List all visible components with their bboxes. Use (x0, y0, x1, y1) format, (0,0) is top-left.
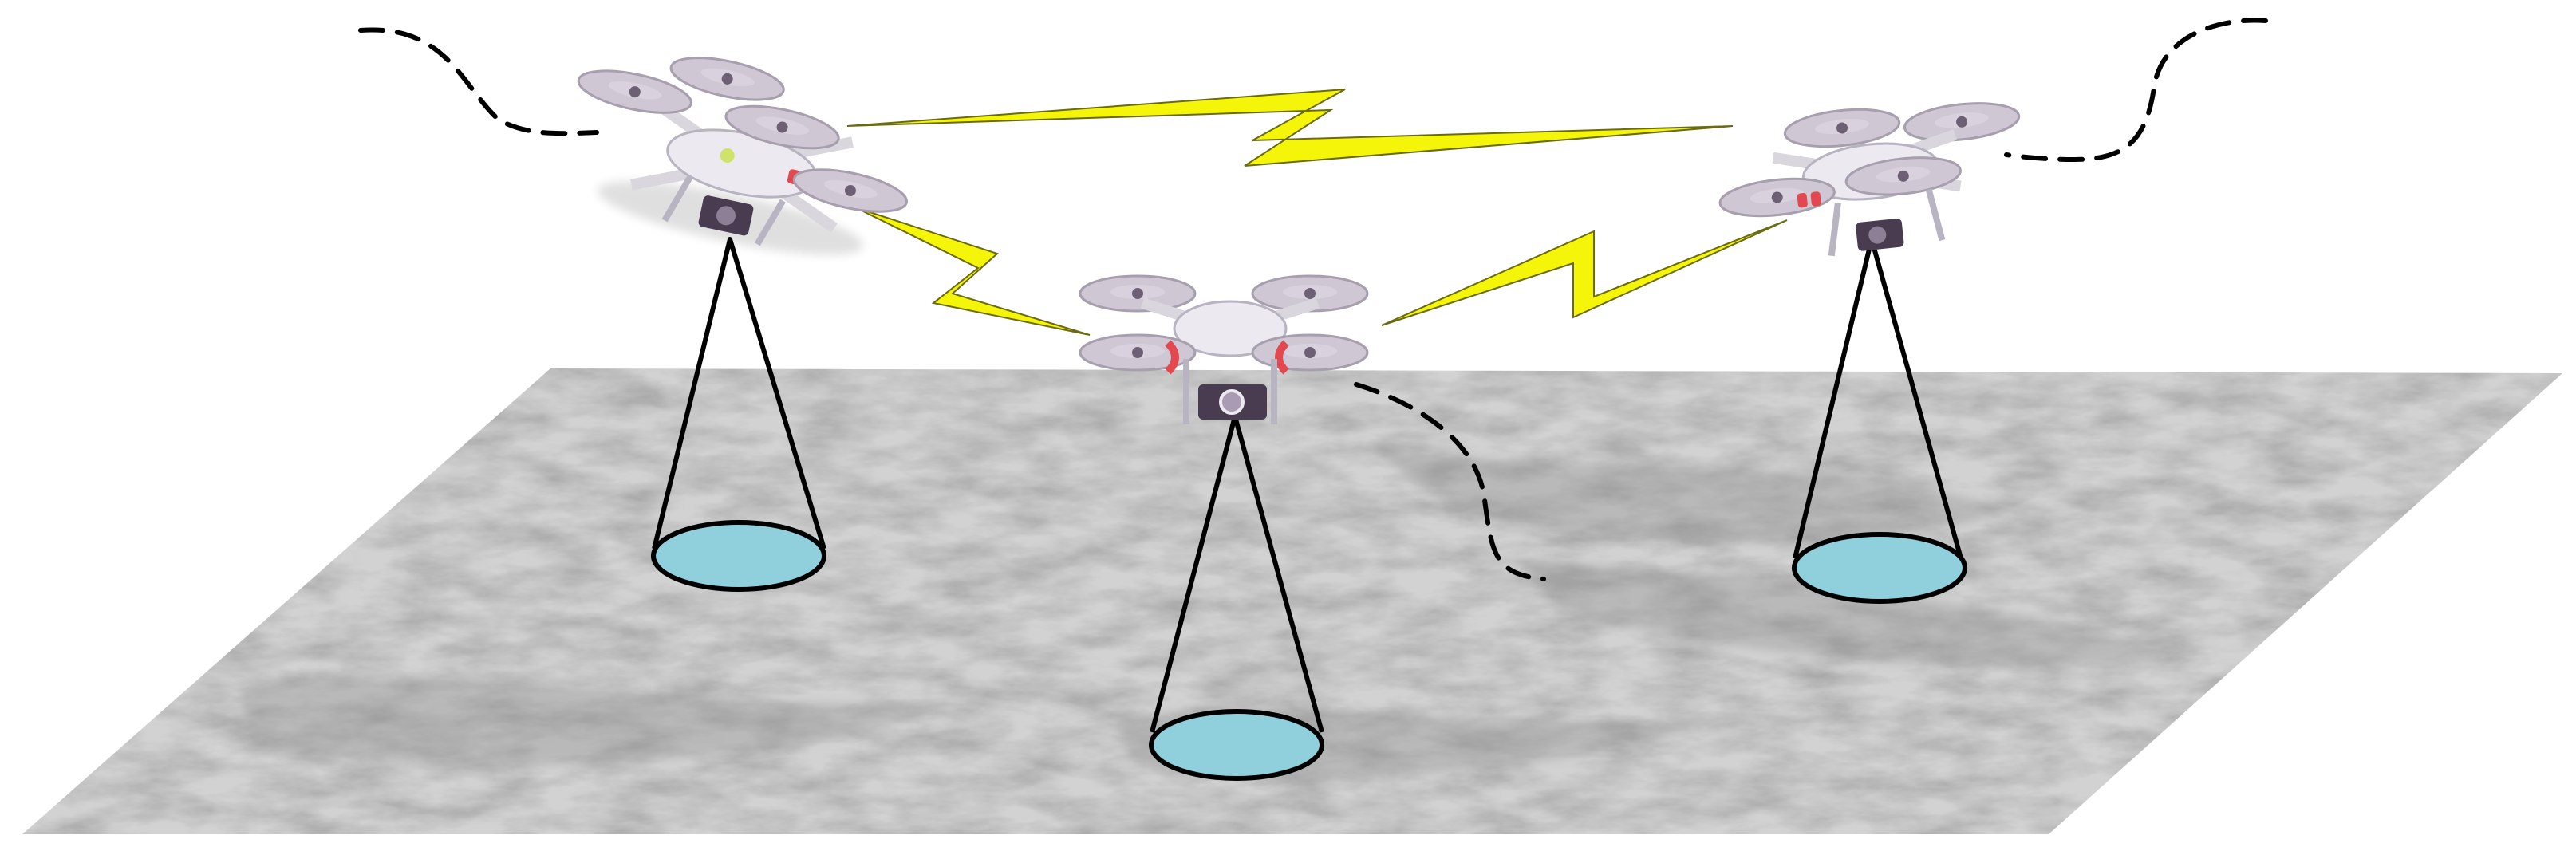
drone-right (1717, 97, 2022, 257)
communication-links (846, 89, 1788, 336)
drone-center (1079, 274, 1369, 424)
camera-gimbal-icon (1198, 384, 1267, 420)
quadcopter-icon (1717, 97, 2022, 257)
coverage-footprint (1792, 532, 1967, 604)
trajectory-left (358, 27, 599, 136)
terrain-plane (22, 368, 2562, 834)
coverage-footprint (651, 520, 826, 592)
lightning-bolt-icon (854, 207, 1091, 336)
trajectory-center (1354, 382, 1546, 581)
coverage-footprint (1149, 709, 1324, 781)
camera-gimbal-icon (698, 195, 754, 236)
lightning-bolt-icon (1381, 219, 1788, 326)
trajectory-right (2004, 18, 2268, 163)
quadcopter-icon (574, 48, 912, 246)
lightning-bolt-icon (846, 89, 1734, 167)
trajectories (358, 18, 2268, 581)
camera-gimbal-icon (1856, 218, 1904, 251)
drone-left (574, 48, 912, 255)
quadcopter-icon (1079, 274, 1369, 424)
terrain-ridges (239, 447, 2170, 778)
